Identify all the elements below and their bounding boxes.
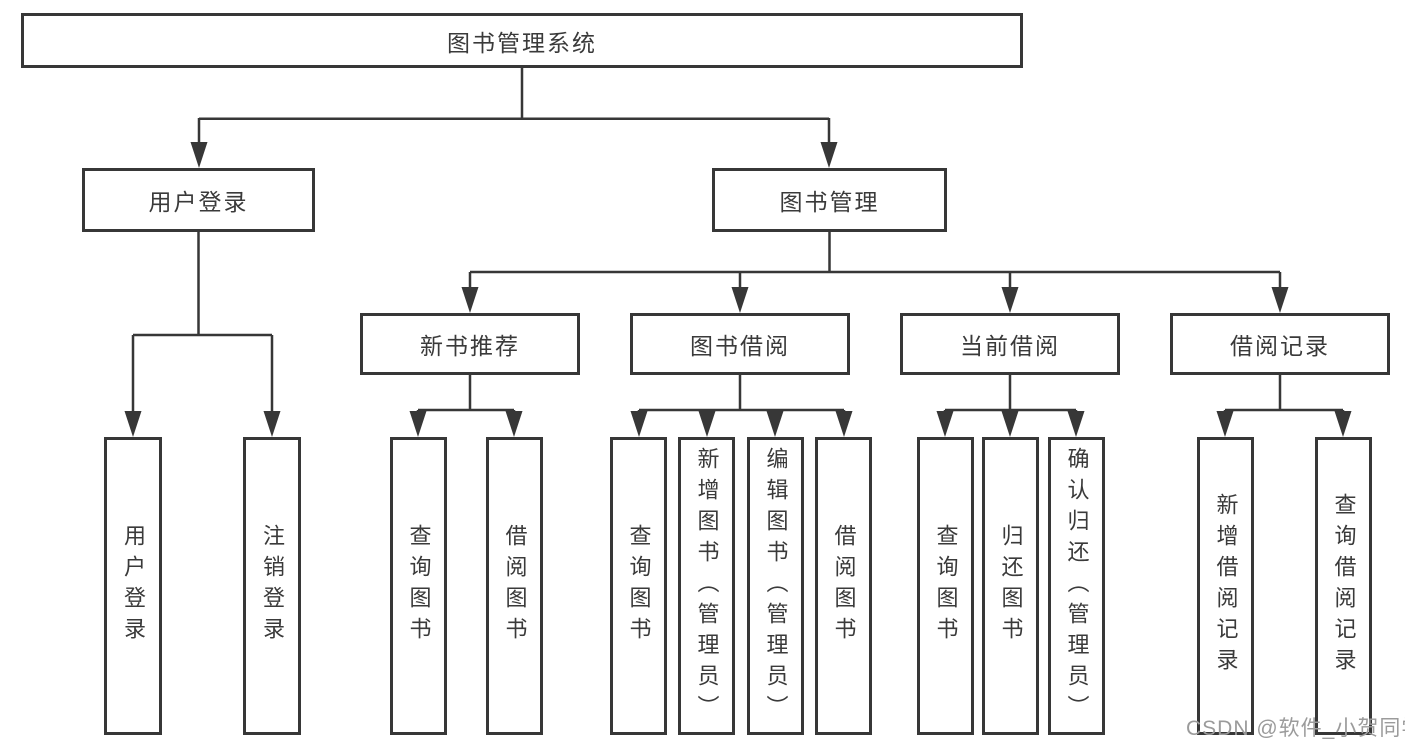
node-label: 查询借阅记录 <box>1331 493 1357 679</box>
node-label: 查询图书 <box>626 524 652 648</box>
node-label: 借阅图书 <box>831 524 857 648</box>
node-book-management: 图书管理 <box>712 168 947 232</box>
node-borrowing-records: 借阅记录 <box>1170 313 1390 375</box>
node-user-login: 用户登录 <box>82 168 315 232</box>
node-label: 编辑图书（管理员） <box>763 446 789 726</box>
leaf-br-add-borrow-record: 新增借阅记录 <box>1197 437 1254 735</box>
node-label: 注销登录 <box>260 524 285 648</box>
leaf-bb-query-books: 查询图书 <box>610 437 667 735</box>
leaf-cb-return-books: 归还图书 <box>982 437 1039 735</box>
leaf-bb-add-books-admin: 新增图书（管理员） <box>678 437 735 735</box>
node-label: 查询图书 <box>933 524 959 648</box>
node-book-borrowing: 图书借阅 <box>630 313 850 375</box>
leaf-cb-confirm-return-admin: 确认归还（管理员） <box>1048 437 1105 735</box>
leaf-nbr-query-books: 查询图书 <box>390 437 447 735</box>
leaf-bb-borrow-books: 借阅图书 <box>815 437 872 735</box>
node-label: 归还图书 <box>998 524 1024 648</box>
node-label: 新增图书（管理员） <box>694 446 720 726</box>
leaf-nbr-borrow-books: 借阅图书 <box>486 437 543 735</box>
node-label: 借阅记录 <box>1230 333 1330 359</box>
node-label: 新增借阅记录 <box>1213 493 1239 679</box>
node-label: 用户登录 <box>148 189 249 215</box>
leaf-cb-query-books: 查询图书 <box>917 437 974 735</box>
node-new-book-recommendation: 新书推荐 <box>360 313 580 375</box>
leaf-br-query-borrow-record: 查询借阅记录 <box>1315 437 1372 735</box>
node-label: 新书推荐 <box>420 333 520 359</box>
node-library-management-system: 图书管理系统 <box>21 13 1023 68</box>
node-current-borrowing: 当前借阅 <box>900 313 1120 375</box>
connector-paths <box>131 68 1345 414</box>
node-label: 确认归还（管理员） <box>1064 446 1090 726</box>
node-label: 借阅图书 <box>502 524 528 648</box>
node-label: 图书管理系统 <box>447 29 597 56</box>
leaf-logout: 注销登录 <box>243 437 301 735</box>
csdn-watermark: CSDN @软件_小贺同学 <box>1186 717 1405 740</box>
node-label: 用户登录 <box>121 524 146 648</box>
leaf-bb-edit-books-admin: 编辑图书（管理员） <box>747 437 804 735</box>
node-label: 图书管理 <box>779 189 880 215</box>
leaf-user-login: 用户登录 <box>104 437 162 735</box>
node-label: 查询图书 <box>406 524 432 648</box>
node-label: 图书借阅 <box>690 333 790 359</box>
arrowhead-icons <box>124 142 1352 437</box>
node-label: 当前借阅 <box>960 333 1060 359</box>
